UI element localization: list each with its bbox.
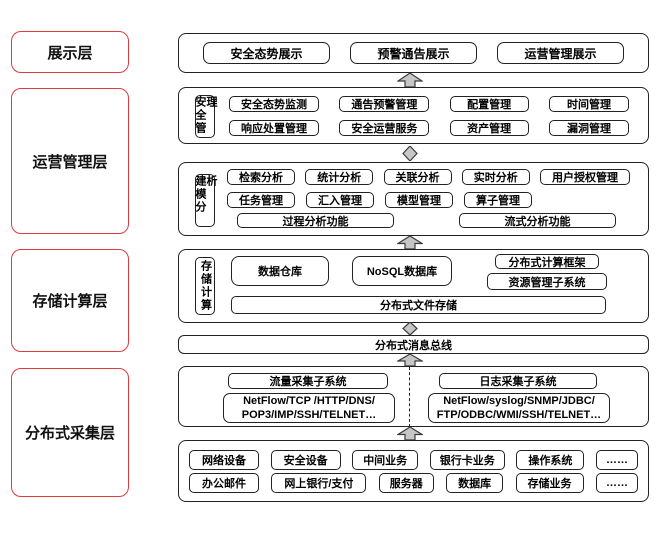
flow-collector-title: 流量采集子系统 (228, 373, 388, 389)
collector-divider-dashed-line (409, 367, 410, 427)
log-collector-title: 日志采集子系统 (439, 373, 597, 389)
modeling-item-user-auth: 用户授权管理 (540, 169, 630, 185)
storage-computing-tab: 存储计算 (195, 257, 215, 315)
security-item-response: 响应处置管理 (229, 120, 319, 136)
modeling-analysis-section: 建模分析 检索分析 统计分析 关联分析 实时分析 用户授权管理 任务管理 汇入管… (178, 162, 649, 236)
device-ellipsis: …… (595, 450, 638, 470)
log-protocols-line1: NetFlow/syslog/SNMP/JDBC/ (443, 395, 595, 407)
security-item-ops-service: 安全运营服务 (339, 120, 430, 136)
storage-item-compute-framework: 分布式计算框架 (495, 254, 599, 269)
device-bankcard-business: 银行卡业务 (429, 450, 505, 470)
device-online-banking: 网上银行/支付 (271, 473, 367, 493)
security-item-posture-monitor: 安全态势监测 (229, 96, 319, 112)
modeling-row-3: 过程分析功能 流式分析功能 (227, 213, 630, 228)
up-arrow-icon (397, 354, 423, 366)
modeling-item-statistics: 统计分析 (305, 169, 374, 185)
devices-row-2: 办公邮件 网上银行/支付 服务器 数据库 存储业务 …… (189, 473, 638, 493)
device-os: 操作系统 (516, 450, 585, 470)
security-management-grid: 安全态势监测 通告预警管理 配置管理 时间管理 响应处置管理 安全运营服务 资产… (229, 96, 629, 136)
device-server: 服务器 (378, 473, 434, 493)
device-security: 安全设备 (270, 450, 341, 470)
security-item-vuln: 漏洞管理 (548, 120, 629, 136)
security-management-tab: 安全管理 (194, 95, 217, 138)
up-down-arrow-icon (402, 322, 418, 335)
storage-item-nosql: NoSQL数据库 (352, 256, 452, 286)
storage-item-warehouse: 数据仓库 (231, 256, 329, 286)
flow-collector-protocols: NetFlow/TCP /HTTP/DNS/ POP3/IMP/SSH/TELN… (223, 393, 395, 423)
log-protocols-line2: FTP/ODBC/WMI/SSH/TELNET… (436, 409, 602, 421)
layer-label-presentation: 展示层 (11, 31, 129, 73)
up-down-arrow-icon (402, 146, 418, 161)
device-database: 数据库 (446, 473, 504, 493)
security-item-time: 时间管理 (548, 96, 629, 112)
modeling-item-stream-analysis: 流式分析功能 (459, 213, 616, 228)
up-arrow-icon (397, 427, 423, 440)
device-network: 网络设备 (189, 450, 259, 470)
device-storage-business: 存储业务 (515, 473, 584, 493)
up-arrow-icon (397, 236, 423, 249)
layer-label-operations: 运营管理层 (11, 88, 129, 234)
devices-row-1: 网络设备 安全设备 中间业务 银行卡业务 操作系统 …… (189, 450, 638, 470)
flow-protocols-line2: POP3/IMP/SSH/TELNET… (241, 409, 377, 421)
storage-item-resource-mgmt: 资源管理子系统 (487, 273, 607, 290)
layer-label-storage: 存储计算层 (11, 249, 129, 352)
up-arrow-icon (397, 73, 423, 87)
collectors-section: 流量采集子系统 日志采集子系统 NetFlow/TCP /HTTP/DNS/ P… (178, 366, 649, 427)
layer-label-collection: 分布式采集层 (11, 368, 129, 497)
presentation-item-operations: 运营管理展示 (497, 42, 624, 64)
presentation-item-security-posture: 安全态势展示 (203, 42, 330, 64)
modeling-item-task: 任务管理 (227, 192, 295, 208)
data-sources-section: 网络设备 安全设备 中间业务 银行卡业务 操作系统 …… 办公邮件 网上银行/支… (178, 440, 649, 502)
security-management-section: 安全管理 安全态势监测 通告预警管理 配置管理 时间管理 响应处置管理 安全运营… (178, 87, 649, 144)
flow-protocols-line1: NetFlow/TCP /HTTP/DNS/ (243, 395, 375, 407)
modeling-item-process-analysis: 过程分析功能 (237, 213, 394, 228)
modeling-analysis-tab: 建模分析 (194, 174, 217, 227)
device-ellipsis: …… (595, 473, 638, 493)
storage-item-file-storage: 分布式文件存储 (231, 296, 606, 314)
security-item-notice-alert: 通告预警管理 (339, 96, 430, 112)
presentation-item-alert-notice: 预警通告展示 (350, 42, 477, 64)
message-bus-bar: 分布式消息总线 (178, 335, 649, 354)
modeling-item-import: 汇入管理 (306, 192, 374, 208)
modeling-row-1: 检索分析 统计分析 关联分析 实时分析 用户授权管理 (227, 169, 630, 185)
modeling-item-realtime: 实时分析 (461, 169, 530, 185)
device-middleware-business: 中间业务 (352, 450, 419, 470)
security-item-asset: 资产管理 (449, 120, 529, 136)
modeling-item-search: 检索分析 (227, 169, 295, 185)
modeling-item-model: 模型管理 (385, 192, 453, 208)
security-item-config: 配置管理 (449, 96, 529, 112)
presentation-section: 安全态势展示 预警通告展示 运营管理展示 (178, 33, 649, 73)
storage-computing-section: 存储计算 数据仓库 NoSQL数据库 分布式计算框架 资源管理子系统 分布式文件… (178, 249, 649, 323)
modeling-item-operator: 算子管理 (464, 192, 532, 208)
log-collector-protocols: NetFlow/syslog/SNMP/JDBC/ FTP/ODBC/WMI/S… (428, 393, 610, 423)
modeling-item-correlation: 关联分析 (383, 169, 452, 185)
modeling-row-2: 任务管理 汇入管理 模型管理 算子管理 (227, 192, 630, 208)
device-office-mail: 办公邮件 (189, 473, 259, 493)
